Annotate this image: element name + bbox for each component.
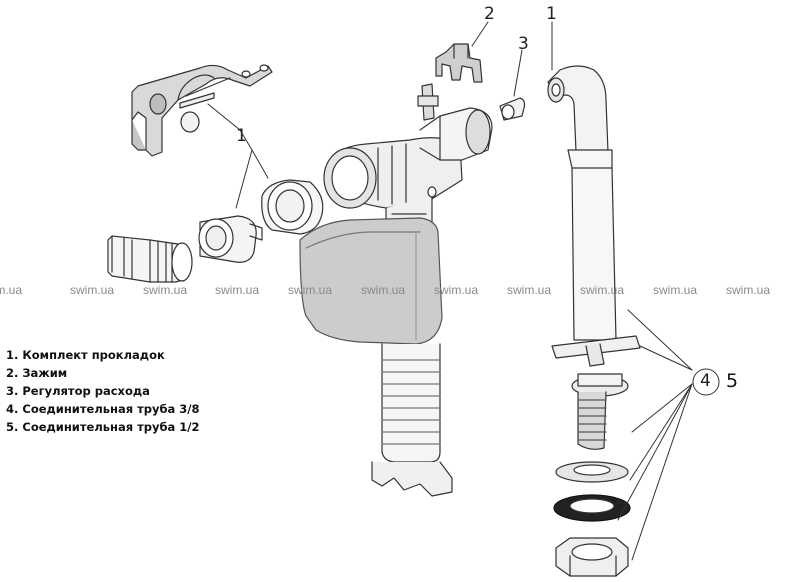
watermark-text: swim.ua bbox=[70, 283, 115, 297]
callout-2: 2 bbox=[484, 4, 495, 24]
float-cup bbox=[299, 217, 443, 345]
leader-lines bbox=[207, 21, 693, 561]
watermark-text: swim.ua bbox=[361, 283, 406, 297]
gasket-ring-left bbox=[107, 235, 193, 283]
watermark-text: swim.ua bbox=[288, 283, 333, 297]
connection-tube bbox=[547, 65, 641, 450]
gasket-ring-middle bbox=[198, 215, 263, 263]
callout-3: 3 bbox=[518, 34, 529, 54]
callout-1-tube: 1 bbox=[546, 4, 557, 24]
fill-valve-body bbox=[323, 83, 493, 237]
watermark-text: swim.ua bbox=[507, 283, 552, 297]
valve-lower-column bbox=[371, 343, 453, 497]
callout-5: 5 bbox=[726, 370, 739, 392]
rubber-washer bbox=[553, 494, 631, 522]
flat-washer bbox=[555, 461, 629, 483]
callout-4-circle bbox=[692, 368, 720, 396]
legend-item: 1. Комплект прокладок bbox=[6, 348, 165, 362]
watermark-strip: swim.ua swim.ua swim.ua swim.ua swim.ua … bbox=[0, 283, 800, 299]
legend-item: 4. Соединительная труба 3/8 bbox=[6, 402, 200, 416]
watermark-text: swim.ua bbox=[726, 283, 771, 297]
callout-4: 4 bbox=[700, 371, 711, 391]
parts-legend: 1. Комплект прокладок 2. Зажим 3. Регуля… bbox=[6, 346, 200, 436]
legend-item: 2. Зажим bbox=[6, 366, 68, 380]
watermark-text: swim.ua bbox=[580, 283, 625, 297]
callout-1-gaskets: 1 bbox=[236, 126, 247, 146]
watermark-text: swim.ua bbox=[215, 283, 260, 297]
legend-item: 5. Соединительная труба 1/2 bbox=[6, 420, 200, 434]
watermark-text: swim.ua bbox=[0, 283, 23, 297]
legend-item: 3. Регулятор расхода bbox=[6, 384, 150, 398]
watermark-text: swim.ua bbox=[653, 283, 698, 297]
flow-regulator-part bbox=[499, 97, 526, 121]
gasket-clip-part bbox=[131, 64, 273, 157]
hex-nut bbox=[555, 537, 629, 577]
watermark-text: swim.ua bbox=[434, 283, 479, 297]
gasket-ring-right bbox=[261, 179, 324, 235]
watermark-text: swim.ua bbox=[143, 283, 188, 297]
clamp-part bbox=[435, 43, 483, 83]
